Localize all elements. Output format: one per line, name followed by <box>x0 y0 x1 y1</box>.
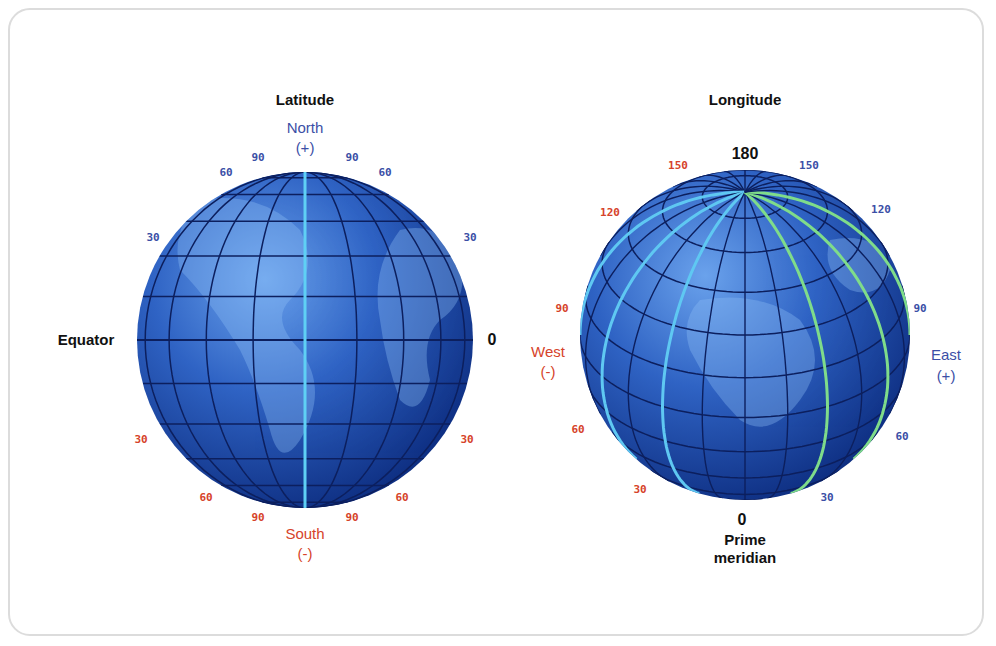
direction-label: South <box>285 525 324 542</box>
east-meridian <box>745 192 888 459</box>
degree-number: 30 <box>463 232 476 245</box>
meridian-line <box>305 172 441 508</box>
degree-number: 90 <box>251 152 264 165</box>
meridian-line <box>305 172 404 508</box>
degree-number: 90 <box>555 303 568 316</box>
latitude-globe <box>137 172 473 508</box>
degree-number: 30 <box>633 484 646 497</box>
sign-label: (-) <box>298 545 313 562</box>
axis-line <box>304 172 307 508</box>
east-meridian <box>745 192 910 335</box>
meridian-line <box>586 192 745 414</box>
longitude-globe <box>580 170 910 500</box>
degree-number: 30 <box>146 232 159 245</box>
degree-number: 60 <box>571 424 584 437</box>
meridian-line <box>169 172 305 508</box>
degree-number: 30 <box>460 434 473 447</box>
meridian-line <box>745 192 904 414</box>
direction-label: West <box>531 343 565 360</box>
line-name: Equator <box>58 331 115 348</box>
meridian-line <box>745 186 854 211</box>
degree-number: 0 <box>738 511 747 529</box>
direction-label: North <box>287 119 324 136</box>
latitude-grid <box>137 172 473 508</box>
meridian-line <box>305 172 357 508</box>
meridian-line <box>744 170 745 192</box>
meridian-line <box>702 192 745 498</box>
heading: Latitude <box>276 91 334 108</box>
degree-number: 180 <box>732 145 759 163</box>
degree-number: 0 <box>488 331 497 349</box>
meridian-line <box>305 172 465 508</box>
degree-number: 60 <box>219 167 232 180</box>
heading: Longitude <box>709 91 781 108</box>
degree-number: 60 <box>199 492 212 505</box>
sign-label: (-) <box>541 363 556 380</box>
degree-number: 90 <box>345 152 358 165</box>
meridian-line <box>206 172 305 508</box>
land-shapes <box>178 198 463 453</box>
longitude-grid <box>580 170 910 500</box>
degree-number: 150 <box>668 160 688 173</box>
degree-number: 30 <box>134 434 147 447</box>
degree-number: 60 <box>395 492 408 505</box>
degree-number: 30 <box>820 492 833 505</box>
sign-label: (+) <box>296 139 315 156</box>
direction-label: East <box>931 346 961 363</box>
degree-number: 90 <box>913 303 926 316</box>
degree-number: 90 <box>345 512 358 525</box>
degree-number: 120 <box>600 207 620 220</box>
degree-number: 60 <box>378 167 391 180</box>
degree-number: 150 <box>799 160 819 173</box>
east-meridian <box>745 192 828 493</box>
sign-label: (+) <box>937 367 956 384</box>
meridian-line <box>745 191 890 256</box>
degree-number: 90 <box>251 512 264 525</box>
degree-number: 120 <box>871 204 891 217</box>
meridian-line <box>745 181 817 192</box>
meridian-line <box>745 171 766 192</box>
meridian-line <box>744 192 745 500</box>
line-name: Prime <box>724 531 766 548</box>
meridian-line <box>145 172 305 508</box>
line-name: meridian <box>714 549 777 566</box>
meridian-line <box>745 175 791 192</box>
meridian-line <box>253 172 305 508</box>
degree-number: 60 <box>895 431 908 444</box>
